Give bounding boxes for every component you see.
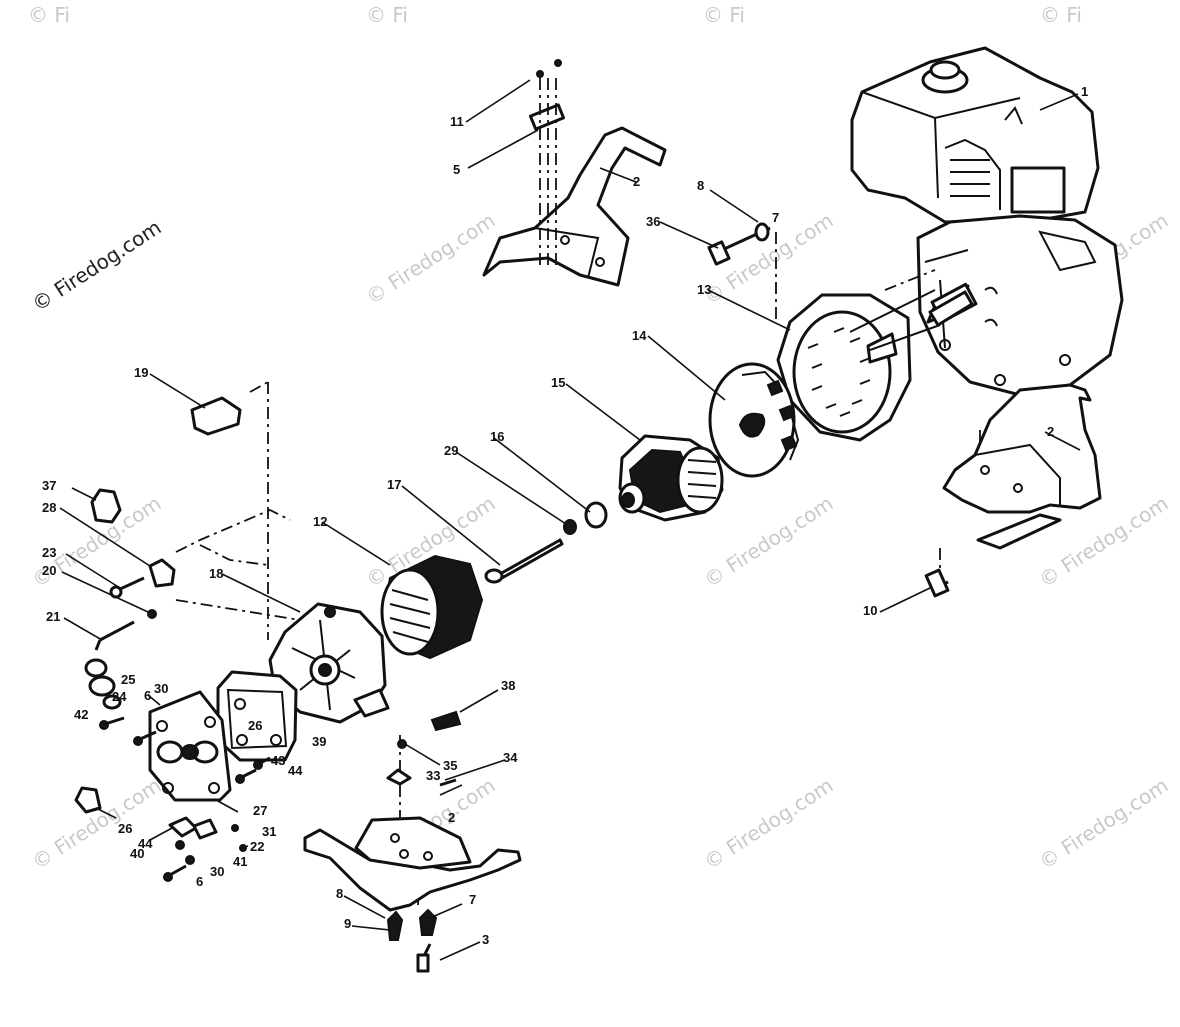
watermark: © Firedog.com — [28, 215, 166, 316]
callout-9: 9 — [344, 916, 351, 931]
bottom-bracket — [303, 710, 522, 973]
top-mounting-bracket — [482, 59, 667, 287]
callout-35: 35 — [443, 758, 457, 773]
callout-8: 8 — [336, 886, 343, 901]
callout-19: 19 — [134, 365, 148, 380]
watermark: © Firedog.com — [700, 491, 838, 592]
watermark-corner: © Fi — [1040, 3, 1082, 27]
callout-1: 1 — [1081, 84, 1088, 99]
small-parts-center — [484, 501, 608, 584]
end-bell-housing — [268, 602, 390, 724]
callout-10: 10 — [863, 603, 877, 618]
callout-31: 31 — [262, 824, 276, 839]
callout-22: 22 — [250, 839, 264, 854]
watermark-corner: © Fi — [28, 3, 70, 27]
callout-20: 20 — [42, 563, 56, 578]
callout-43: 43 — [271, 753, 285, 768]
fan-shroud — [776, 289, 974, 442]
callout-41: 41 — [233, 854, 247, 869]
watermark: © Firedog.com — [28, 773, 166, 874]
engine-part — [850, 46, 1124, 397]
callout-5: 5 — [453, 162, 460, 177]
callout-7: 7 — [469, 892, 476, 907]
callout-17: 17 — [387, 477, 401, 492]
callout-44: 44 — [138, 836, 153, 851]
callout-6: 6 — [144, 688, 151, 703]
callout-39: 39 — [312, 734, 326, 749]
callout-44: 44 — [288, 763, 303, 778]
leader-lines — [59, 79, 1081, 961]
callout-8: 8 — [697, 178, 704, 193]
callout-6: 6 — [196, 874, 203, 889]
callout-36: 36 — [646, 214, 660, 229]
callout-26: 26 — [118, 821, 132, 836]
callout-30: 30 — [154, 681, 168, 696]
callout-27: 27 — [253, 803, 267, 818]
watermark: © Firedog.com — [1035, 773, 1173, 874]
callout-7: 7 — [772, 210, 779, 225]
watermark-corner: © Fi — [366, 3, 408, 27]
bolt-36 — [707, 222, 777, 320]
callout-26: 26 — [248, 718, 262, 733]
callout-42: 42 — [74, 707, 88, 722]
callout-12: 12 — [313, 514, 327, 529]
callout-38: 38 — [501, 678, 515, 693]
rotor-fan — [708, 362, 800, 478]
callout-13: 13 — [697, 282, 711, 297]
callout-2: 2 — [448, 810, 455, 825]
watermark-corner: © Fi — [703, 3, 745, 27]
rotor-cylinder — [380, 554, 484, 660]
callout-37: 37 — [42, 478, 56, 493]
callout-40: 40 — [130, 846, 144, 861]
callout-2: 2 — [1047, 424, 1054, 439]
callout-3: 3 — [482, 932, 489, 947]
callout-25: 25 — [121, 672, 135, 687]
watermark: © Firedog.com — [362, 208, 500, 309]
callout-33: 33 — [426, 768, 440, 783]
callout-14: 14 — [632, 328, 647, 343]
callout-21: 21 — [46, 609, 60, 624]
callout-labels: 1 2 2 2 3 5 6 6 7 7 8 8 9 10 11 12 13 14… — [42, 84, 1088, 947]
callout-24: 24 — [112, 689, 127, 704]
bearing-cover-plate — [216, 670, 298, 762]
callout-34: 34 — [503, 750, 518, 765]
callout-16: 16 — [490, 429, 504, 444]
right-mounting-bracket — [924, 383, 1102, 598]
callout-23: 23 — [42, 545, 56, 560]
callout-28: 28 — [42, 500, 56, 515]
callout-29: 29 — [444, 443, 458, 458]
callout-2: 2 — [633, 174, 640, 189]
callout-18: 18 — [209, 566, 223, 581]
watermark: © Firedog.com — [700, 773, 838, 874]
callout-30: 30 — [210, 864, 224, 879]
outlet-panel — [148, 690, 232, 802]
callout-15: 15 — [551, 375, 565, 390]
callout-11: 11 — [450, 114, 464, 129]
stator — [618, 434, 724, 522]
